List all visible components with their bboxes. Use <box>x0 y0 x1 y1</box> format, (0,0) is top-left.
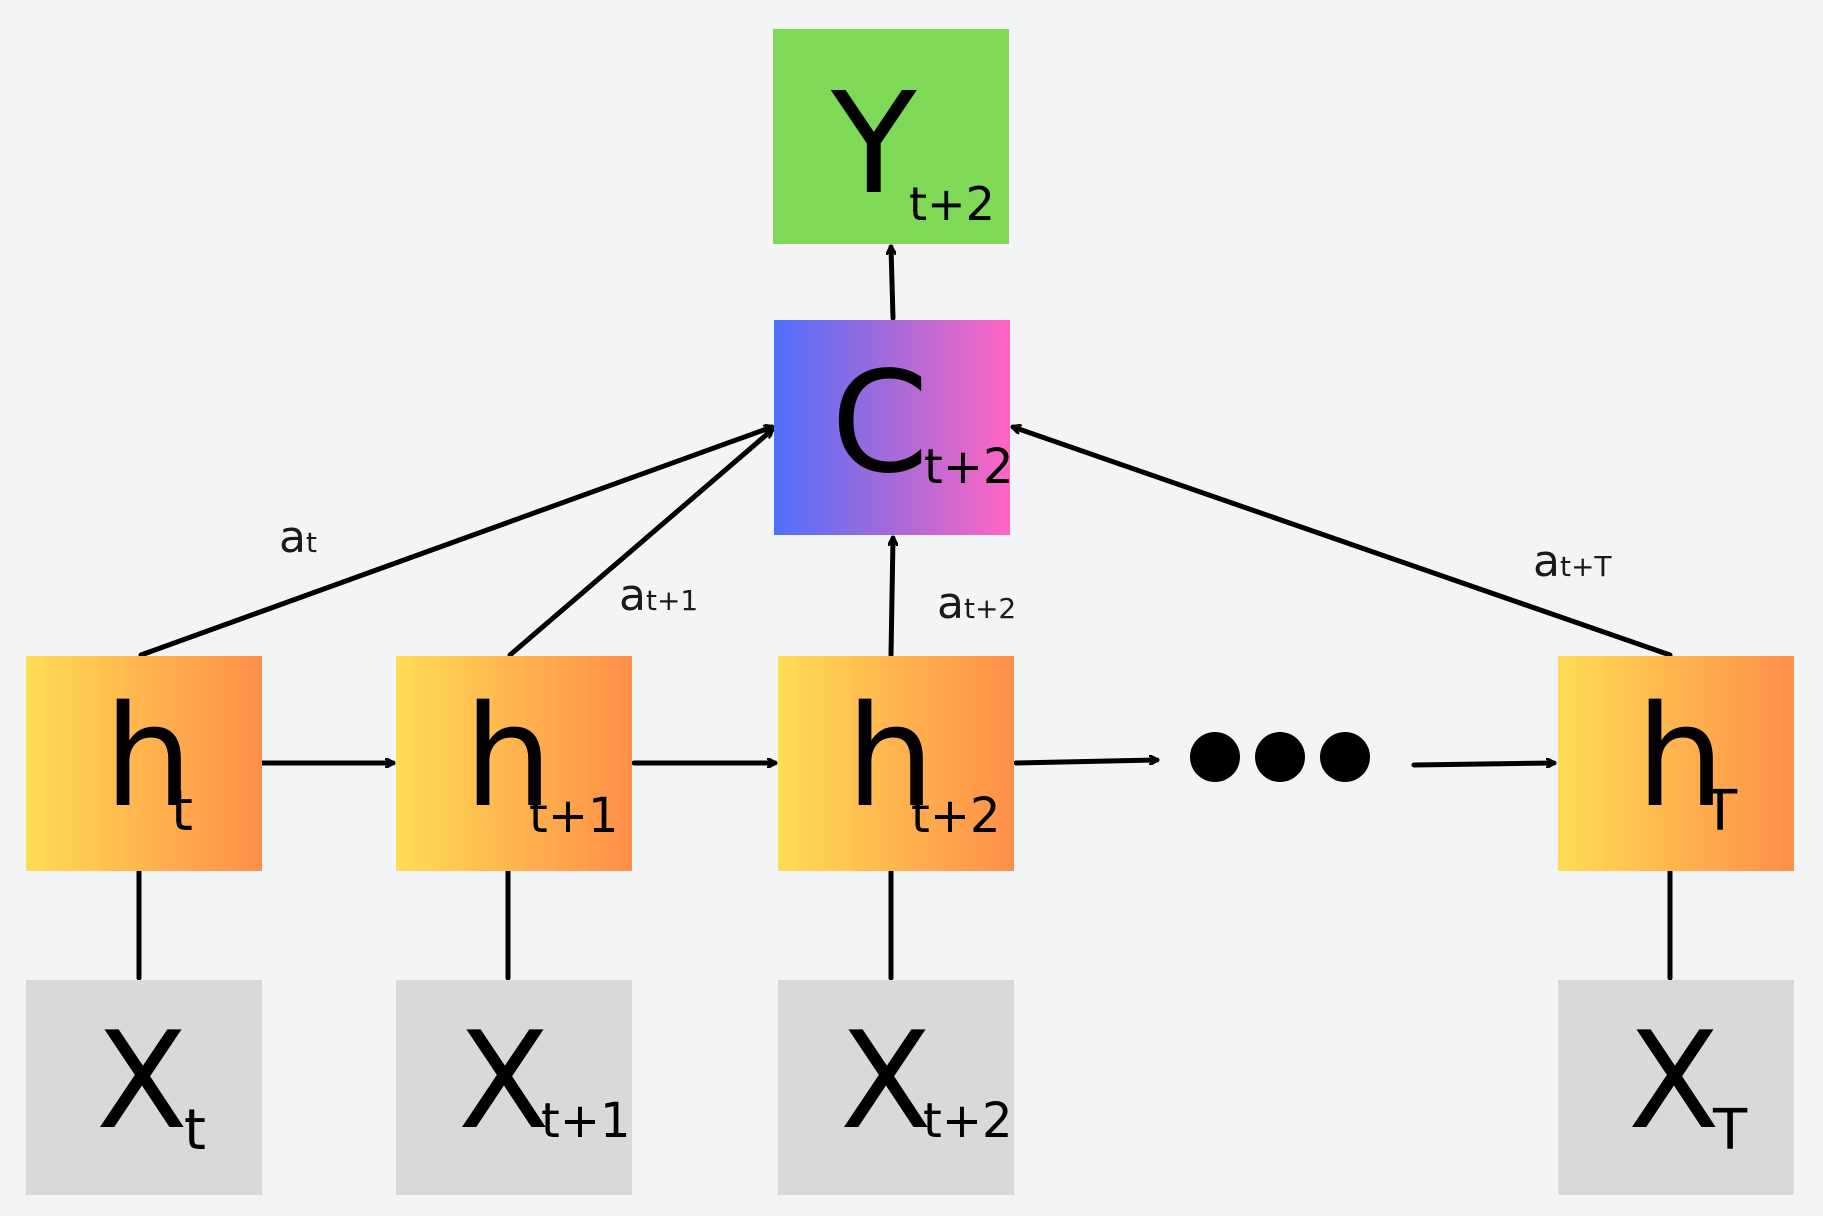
weight-subscript: t+2 <box>963 592 1017 625</box>
weight-label: a <box>619 570 646 621</box>
hidden-subscript: T <box>1703 779 1738 844</box>
arrow-context-to-output <box>891 244 893 321</box>
attention-weight: at <box>279 516 317 560</box>
input-box: X t <box>26 980 262 1195</box>
hidden-state-box: h T <box>1558 656 1794 871</box>
hidden-label: h <box>1636 676 1725 839</box>
input-box: X t+1 <box>396 980 632 1195</box>
weight-subscript: t+1 <box>645 584 699 617</box>
weight-subscript: t <box>305 526 317 559</box>
output-subscript: t+2 <box>909 177 995 231</box>
hidden-state-box: h t+2 <box>778 656 1014 871</box>
ellipsis <box>1190 732 1370 788</box>
input-box: X t+2 <box>778 980 1014 1195</box>
hidden-label: h <box>104 676 193 839</box>
hidden-state-box: h t <box>26 656 262 871</box>
ellipsis-dot <box>1320 732 1370 782</box>
ellipsis-dot <box>1255 732 1305 782</box>
arrow-h-t-to-context <box>138 427 772 658</box>
output-box: Y t+2 <box>773 29 1009 244</box>
arrow-h-t1-to-context <box>507 430 772 658</box>
input-label: X <box>1628 1003 1720 1159</box>
input-subscript: t+2 <box>923 1093 1013 1149</box>
weight-label: a <box>279 512 306 563</box>
input-subscript: T <box>1713 1098 1748 1163</box>
attention-weight: at+1 <box>619 574 698 618</box>
input-label: X <box>458 1003 550 1159</box>
hidden-label: h <box>464 676 553 839</box>
input-label: X <box>96 1003 188 1159</box>
hidden-label: h <box>846 676 935 839</box>
weight-label: a <box>1533 536 1560 587</box>
input-subscript: t <box>184 1098 206 1163</box>
input-box: X T <box>1558 980 1794 1195</box>
weight-subscript: t+T <box>1559 550 1612 583</box>
input-subscript: t+1 <box>541 1093 631 1149</box>
input-label: X <box>840 1003 932 1159</box>
weight-label: a <box>937 578 964 629</box>
hidden-subscript: t+2 <box>911 788 1001 844</box>
hidden-subscript: t+1 <box>529 788 619 844</box>
output-label: Y <box>831 63 917 226</box>
ellipsis-dot <box>1190 732 1240 782</box>
context-label: C <box>831 342 929 505</box>
arrow-h-t2-to-context <box>891 535 893 658</box>
hidden-state-box: h t+1 <box>396 656 632 871</box>
attention-weight: at+T <box>1533 540 1612 584</box>
context-box: C t+2 <box>774 320 1014 535</box>
arrow-h-t2-to-dots <box>1013 760 1160 766</box>
arrow-dots-to-h-T <box>1411 763 1557 765</box>
context-subscript: t+2 <box>924 439 1014 495</box>
hidden-subscript: t <box>171 779 193 844</box>
attention-weight: at+2 <box>937 582 1016 626</box>
